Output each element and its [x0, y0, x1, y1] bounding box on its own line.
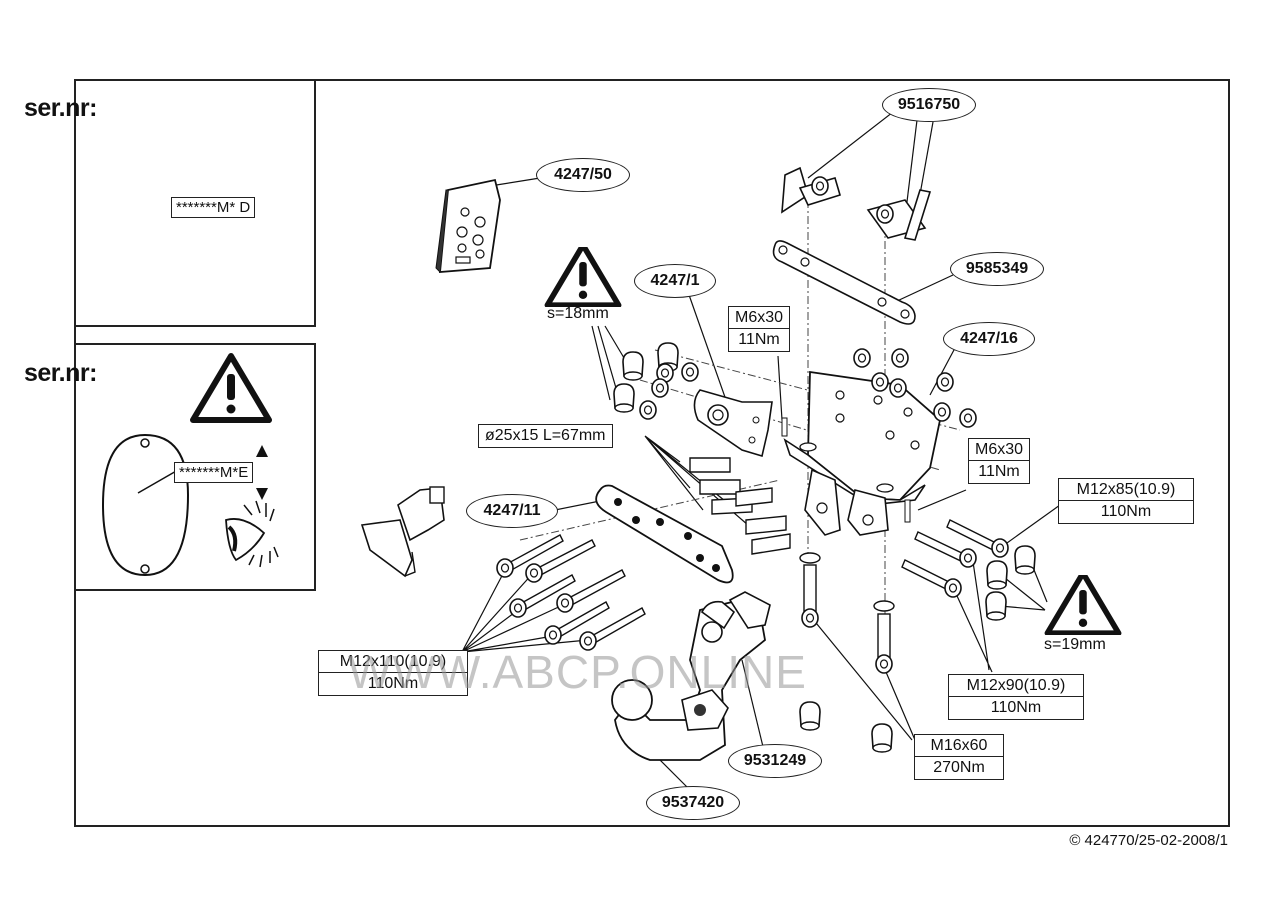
serial-title-top: ser.nr: [24, 94, 97, 122]
spacer-tubes [689, 457, 791, 555]
tow-ball-neck [611, 591, 771, 761]
bolts-m16 [799, 552, 895, 753]
warning-icon-18mm [543, 247, 623, 307]
bolt-kit-card [435, 178, 501, 273]
serial-title-bottom: ser.nr: [24, 359, 97, 387]
socket-bracket [693, 389, 788, 458]
counter-plate [595, 484, 734, 584]
spec-m12x90: M12x90(10.9)110Nm [948, 674, 1084, 720]
part-9537420: 9537420 [646, 786, 740, 820]
serial-panel-bottom-art [101, 356, 279, 577]
part-9531249: 9531249 [728, 744, 822, 778]
serial-code-e: *******M*E [174, 462, 254, 483]
warning-icon-19mm [1043, 575, 1123, 635]
bolts-m12x110 [496, 534, 646, 651]
copyright-note: © 424770/25-02-2008/1 [1069, 832, 1228, 849]
spec-m12x85: M12x85(10.9)110Nm [1058, 478, 1194, 524]
electrical-socket [360, 486, 445, 578]
serial-panel-e [74, 343, 316, 591]
spec-m12x110: M12x110(10.9)110Nm [318, 650, 468, 696]
watermark: WWW.ABCP.ONLINE [348, 646, 807, 698]
socket-size-19mm: s=19mm [1044, 636, 1106, 653]
bolts-right [901, 499, 1009, 598]
clamp-plates [781, 166, 932, 241]
leader-lines [461, 111, 1061, 791]
main-bracket [783, 370, 941, 536]
part-4247-1: 4247/1 [634, 264, 716, 298]
socket-size-18mm: s=18mm [547, 305, 609, 322]
serial-code-d: *******M* D [171, 197, 256, 218]
part-9516750: 9516750 [882, 88, 976, 122]
reinforcement-strip [772, 240, 916, 325]
part-4247-11: 4247/11 [466, 494, 558, 528]
part-4247-16: 4247/16 [943, 322, 1035, 356]
part-9585349: 9585349 [950, 252, 1044, 286]
cap-nuts-18mm [613, 342, 699, 420]
part-4247-50: 4247/50 [536, 158, 630, 192]
tube-spec: ø25x15 L=67mm [478, 424, 613, 448]
